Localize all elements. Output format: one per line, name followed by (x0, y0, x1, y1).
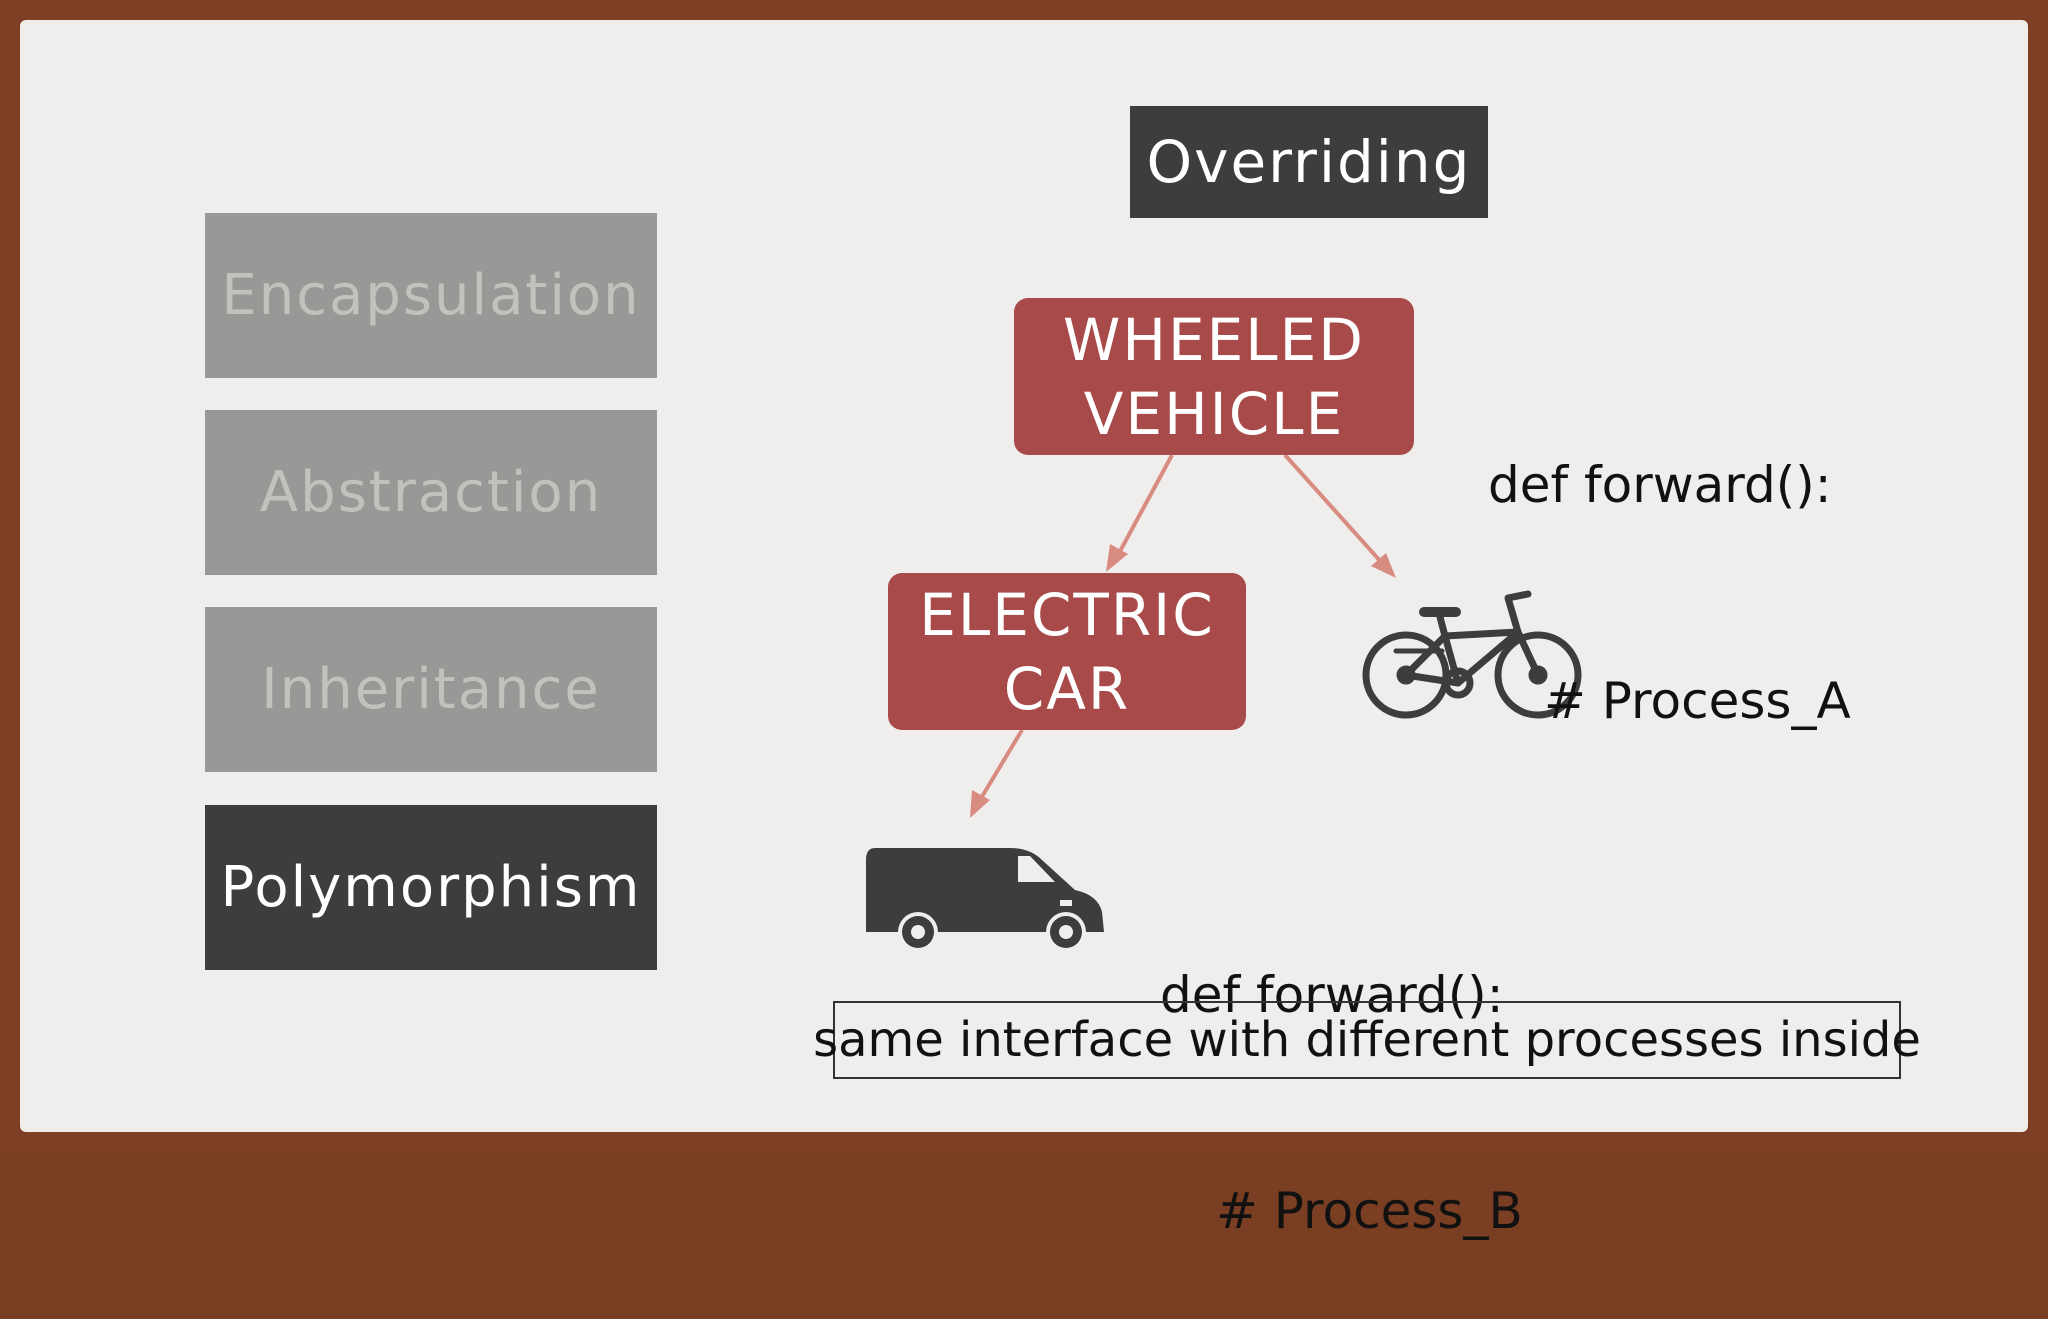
caption-text: same interface with different processes … (813, 1012, 1921, 1068)
node-label-line2: VEHICLE (1083, 379, 1345, 448)
code-line-comment: # Process_A (1544, 672, 1851, 730)
node-wheeled-vehicle: WHEELED VEHICLE (1014, 298, 1414, 455)
code-line-comment: # Process_B (1216, 1182, 1523, 1240)
topic-title-text: Overriding (1146, 128, 1472, 196)
pillar-abstraction: Abstraction (205, 410, 657, 575)
bicycle-icon (1362, 590, 1582, 719)
code-process-a: def forward(): # Process_A (1488, 305, 1851, 809)
van-icon (866, 848, 1104, 952)
node-label-line2: CAR (1003, 654, 1131, 723)
arrow-car-to-van (970, 728, 1024, 818)
pillar-encapsulation: Encapsulation (205, 213, 657, 378)
arrow-parent-to-bicycle (1283, 453, 1396, 578)
pillar-label: Abstraction (259, 460, 603, 525)
pillar-label: Inheritance (261, 657, 601, 722)
node-label-line1: WHEELED (1063, 305, 1365, 374)
node-electric-car: ELECTRIC CAR (888, 573, 1246, 730)
arrow-parent-to-car (1106, 454, 1174, 572)
pillar-polymorphism: Polymorphism (205, 805, 657, 970)
code-line-def: def forward(): (1488, 456, 1832, 514)
topic-title: Overriding (1130, 106, 1488, 218)
pillar-inheritance: Inheritance (205, 607, 657, 772)
caption-box: same interface with different processes … (813, 1001, 1921, 1079)
pillar-label: Polymorphism (220, 855, 642, 920)
code-line-def: def forward(): (1160, 966, 1504, 1024)
pillar-label: Encapsulation (221, 263, 641, 328)
node-label-line1: ELECTRIC (919, 580, 1215, 649)
diagram-graphics (866, 453, 1582, 952)
